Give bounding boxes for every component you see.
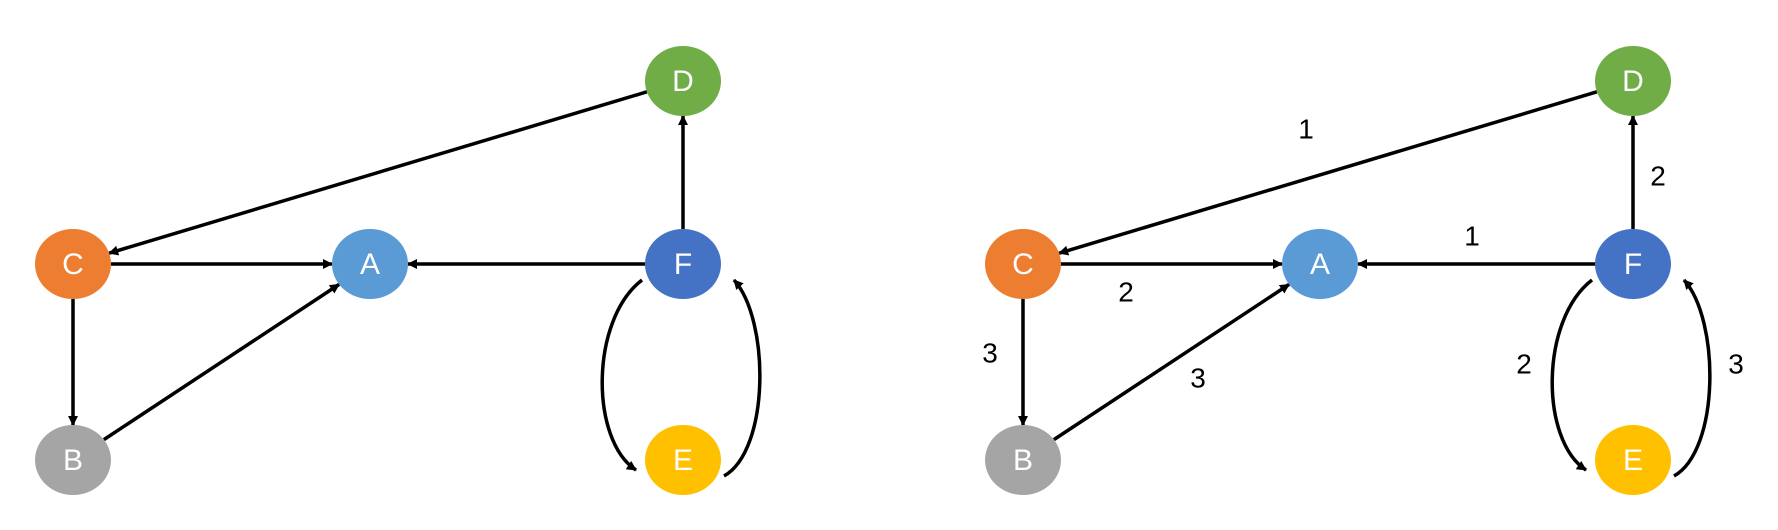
- edge-e-to-f: [723, 278, 762, 478]
- node-c-label: C: [62, 248, 84, 281]
- node-b: B: [985, 425, 1061, 495]
- node-e: E: [1595, 425, 1671, 495]
- node-d: D: [1595, 46, 1671, 116]
- edge-weight-d-c: 1: [1298, 113, 1314, 144]
- node-c-shape: [985, 229, 1061, 299]
- node-a-label: A: [1310, 248, 1330, 281]
- node-d: D: [645, 46, 721, 116]
- node-f-label: F: [1624, 248, 1642, 281]
- edge-f-to-e: [600, 278, 644, 472]
- edge-weight-c-b: 3: [982, 337, 998, 368]
- node-d-label: D: [1622, 65, 1644, 98]
- node-a-shape: [332, 229, 408, 299]
- edge-weight-b-a: 3: [1190, 362, 1206, 393]
- node-b-shape: [985, 425, 1061, 495]
- edge-weight-f-e: 2: [1516, 348, 1532, 379]
- node-a-label: A: [360, 248, 380, 281]
- node-e-label: E: [1623, 444, 1643, 477]
- node-b-label: B: [1013, 444, 1033, 477]
- node-e: E: [645, 425, 721, 495]
- node-d-shape: [1595, 46, 1671, 116]
- graph-weighted: 1 2 1 2 3 3 2 3 D C A F B E: [982, 46, 1744, 495]
- edge-weight-e-f: 3: [1728, 348, 1744, 379]
- node-d-label: D: [672, 65, 694, 98]
- node-b-shape: [35, 425, 111, 495]
- edge-b-to-a: [102, 282, 341, 442]
- node-e-shape: [645, 425, 721, 495]
- edge-weight-f-d: 2: [1650, 160, 1666, 191]
- node-c: C: [985, 229, 1061, 299]
- node-c: C: [35, 229, 111, 299]
- graph-unweighted: D C A F B E: [35, 46, 762, 495]
- edge-weight-c-a: 2: [1118, 276, 1134, 307]
- node-f-shape: [1595, 229, 1671, 299]
- edge-weight-f-a: 1: [1464, 220, 1480, 251]
- node-f: F: [1595, 229, 1671, 299]
- edge-b-to-a: [1052, 282, 1291, 442]
- node-a: A: [1282, 229, 1358, 299]
- edge-d-to-c: [1058, 90, 1598, 256]
- node-f-label: F: [674, 248, 692, 281]
- node-b: B: [35, 425, 111, 495]
- node-d-shape: [645, 46, 721, 116]
- node-e-shape: [1595, 425, 1671, 495]
- node-a-shape: [1282, 229, 1358, 299]
- node-b-label: B: [63, 444, 83, 477]
- node-c-label: C: [1012, 248, 1034, 281]
- node-a: A: [332, 229, 408, 299]
- node-c-shape: [35, 229, 111, 299]
- edge-e-to-f: [1673, 278, 1712, 478]
- node-e-label: E: [673, 444, 693, 477]
- node-f-shape: [645, 229, 721, 299]
- edge-d-to-c: [108, 90, 648, 256]
- node-f: F: [645, 229, 721, 299]
- edge-f-to-e: [1550, 278, 1594, 472]
